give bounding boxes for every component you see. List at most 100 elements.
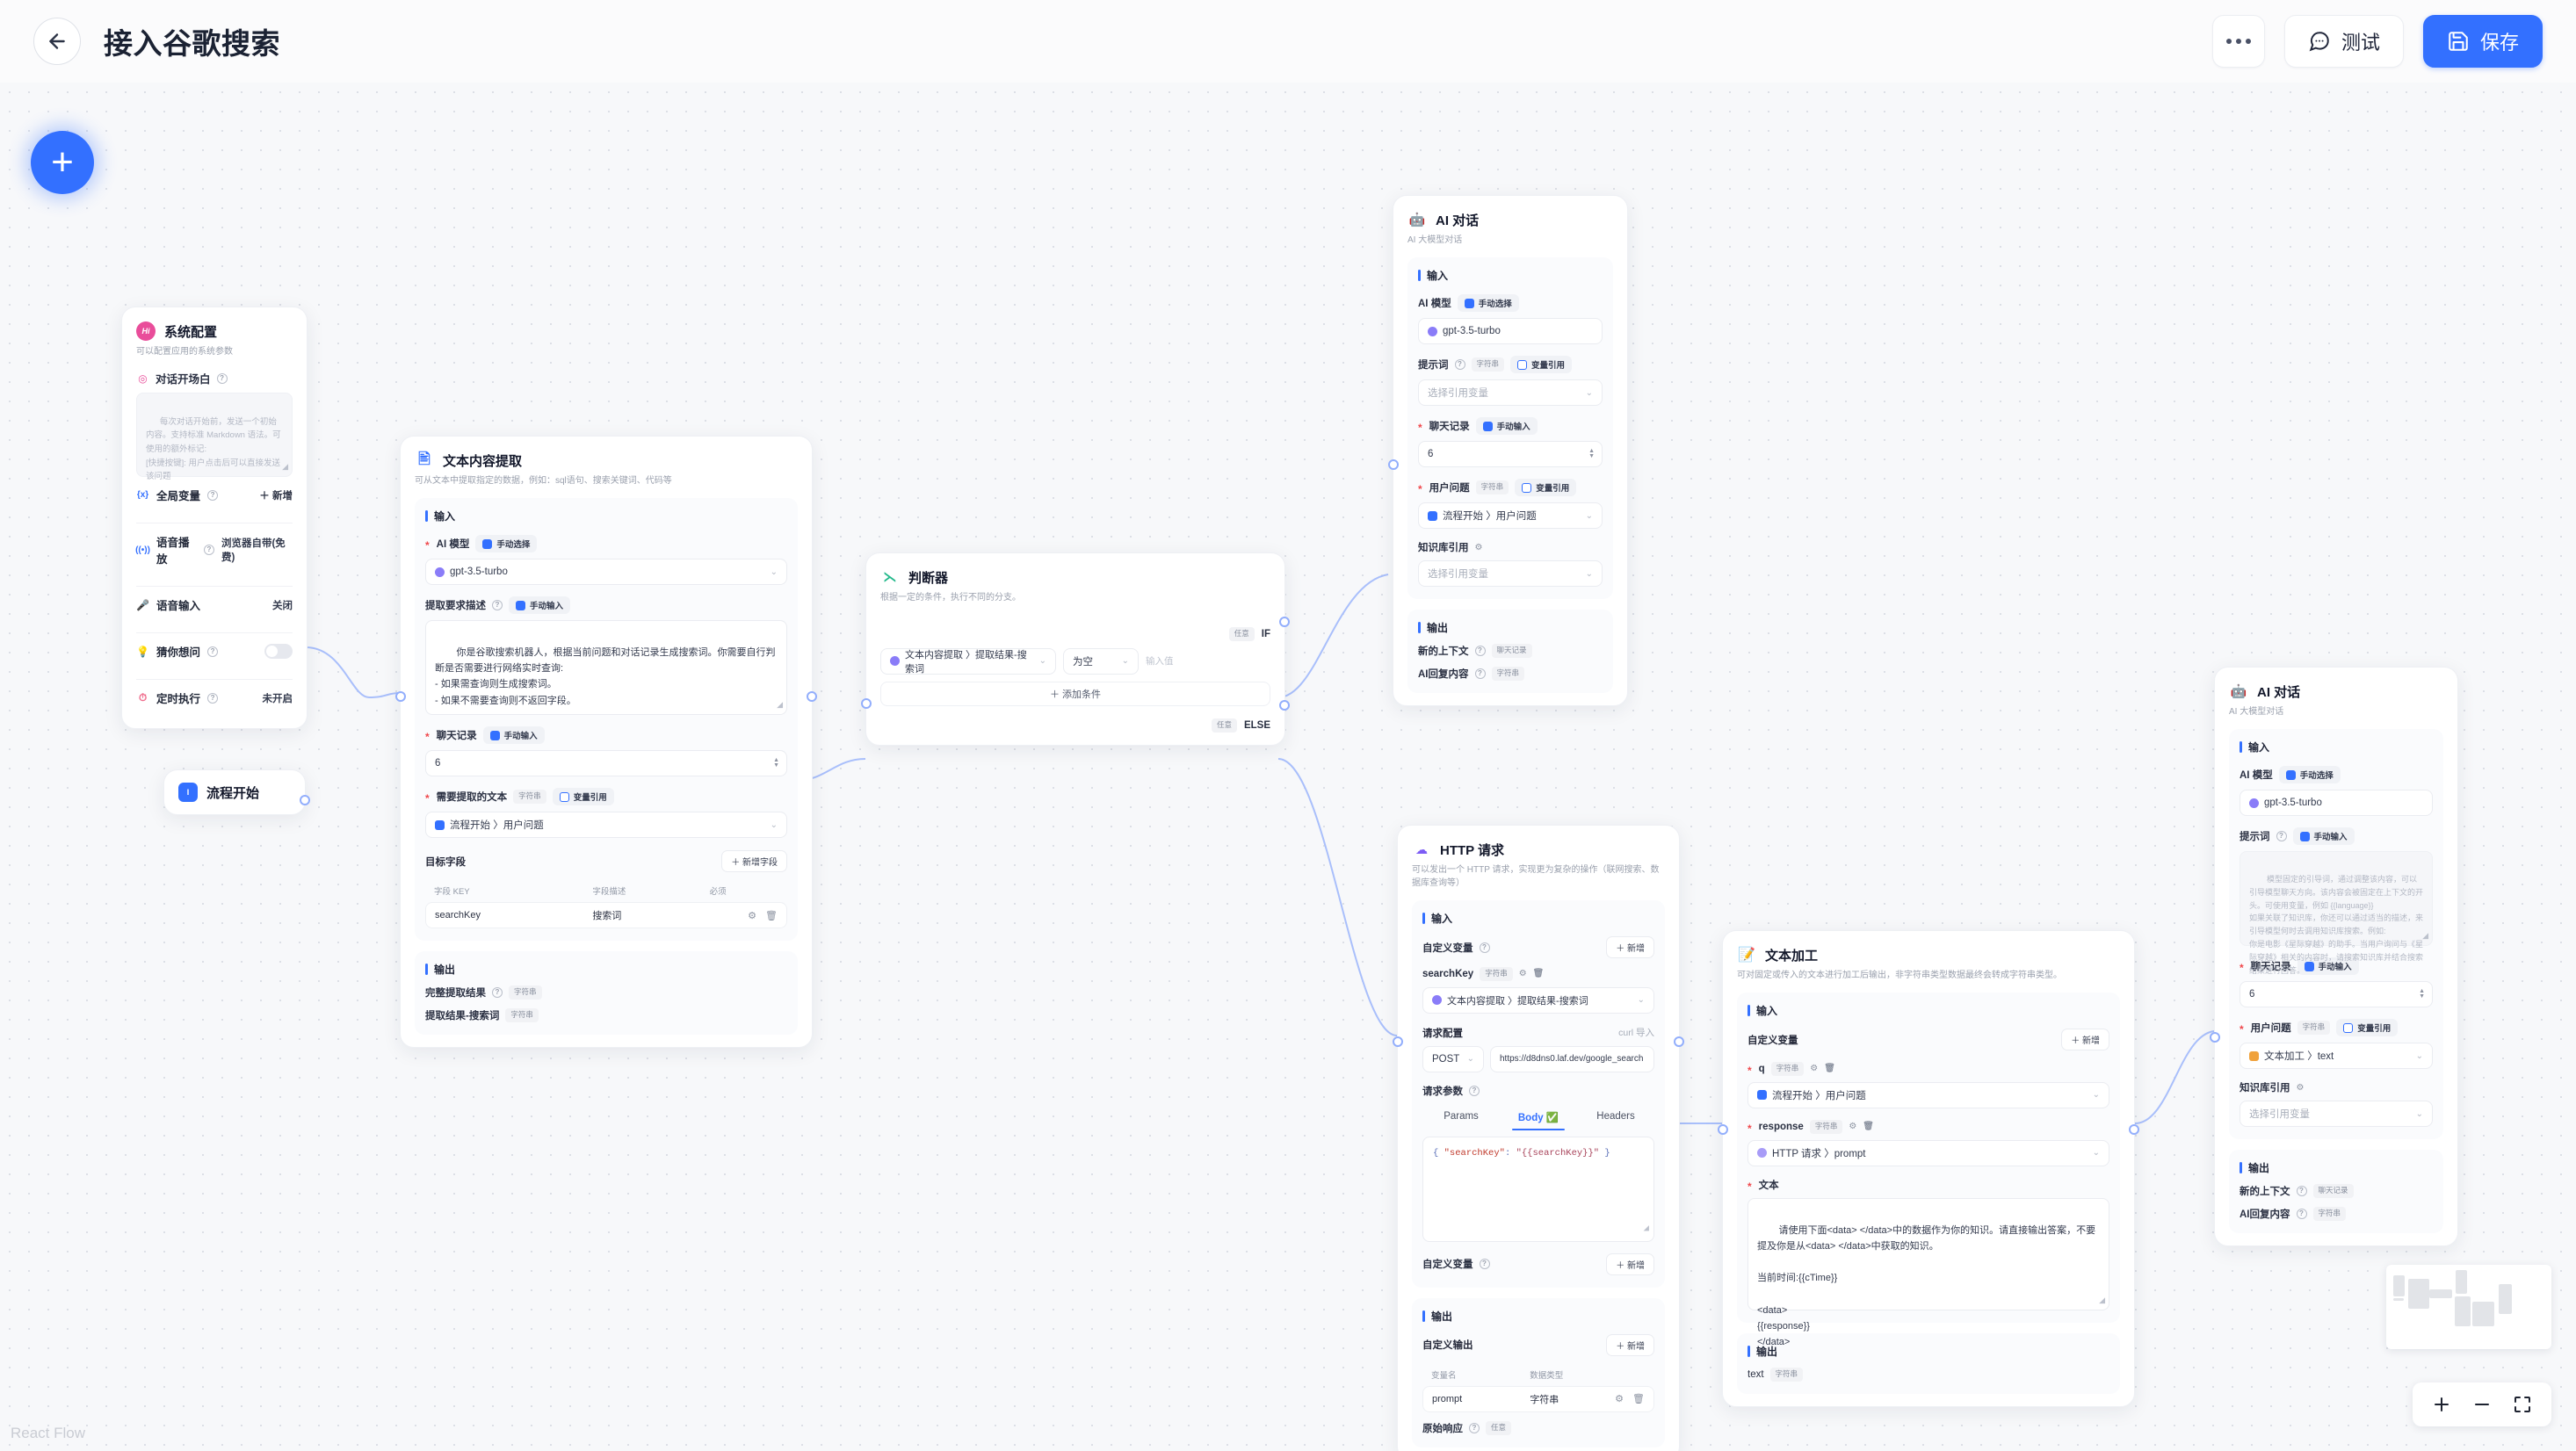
zoom-in-button[interactable] (2423, 1386, 2460, 1423)
kb-select[interactable]: 选择引用变量 ⌄ (2240, 1101, 2433, 1127)
add-custom-variable-button[interactable]: ＋ 新增 (2061, 1029, 2109, 1050)
ai-model-select[interactable]: gpt-3.5-turbo (2240, 790, 2433, 816)
resize-grip-icon[interactable]: ◢ (2422, 931, 2428, 941)
help-icon[interactable]: ? (207, 489, 219, 501)
gear-icon[interactable]: ⚙ (1615, 1394, 1624, 1405)
gear-icon[interactable]: ⚙ (1474, 542, 1483, 552)
add-condition-button[interactable]: ＋ 添加条件 (880, 681, 1270, 706)
output-handle[interactable] (300, 795, 310, 805)
node-text-extract[interactable]: 🖹 文本内容提取 可从文本中提取指定的数据，例如：sql语句、搜索关键词、代码等… (395, 436, 817, 1048)
manual-select-chip[interactable]: 手动选择 (1457, 294, 1519, 312)
sidebar-item-global-variable[interactable]: {x} 全局变量 ? ＋ 新增 (136, 477, 293, 513)
manual-input-chip[interactable]: 手动输入 (2292, 827, 2355, 845)
opening-statement-textarea[interactable]: 每次对话开始前，发送一个初始内容。支持标准 Markdown 语法。可使用的额外… (136, 393, 293, 481)
chat-history-stepper[interactable]: 6 ▲▼ (1418, 441, 1603, 467)
add-custom-variable-button[interactable]: ＋ 新增 (1606, 936, 1654, 958)
resize-grip-icon[interactable]: ◢ (2099, 1295, 2105, 1304)
help-icon[interactable]: ? (1474, 646, 1486, 656)
trash-icon[interactable]: 🗑 (1863, 1122, 1874, 1132)
resize-grip-icon[interactable]: ◢ (1643, 1224, 1649, 1234)
var-response-select[interactable]: HTTP 请求 〉prompt ⌄ (1747, 1139, 2109, 1166)
help-icon[interactable]: ? (1479, 942, 1490, 953)
condition-operator-select[interactable]: 为空 ⌄ (1063, 647, 1139, 675)
gear-icon[interactable]: ⚙ (1849, 1122, 1857, 1132)
more-options-button[interactable] (2211, 15, 2265, 68)
help-icon[interactable]: ? (2296, 1186, 2307, 1196)
ai-model-select[interactable]: gpt-3.5-turbo (1418, 318, 1603, 344)
zoom-out-button[interactable] (2464, 1386, 2500, 1423)
node-condition[interactable]: ⋋ 判断器 根据一定的条件，执行不同的分支。 任意 IF 文本内容提取 〉提取结… (861, 552, 1290, 746)
sidebar-item-voice-play[interactable]: ((•)) 语音播放 ? 浏览器自带(免费) (135, 523, 293, 576)
back-button[interactable] (33, 18, 81, 65)
add-custom-output-button[interactable]: ＋ 新增 (1606, 1333, 1654, 1356)
user-question-select[interactable]: 流程开始 〉用户问题 ⌄ (1418, 502, 1603, 529)
add-node-button[interactable]: + (31, 131, 94, 194)
gear-icon[interactable]: ⚙ (1518, 969, 1527, 979)
condition-value-input[interactable]: 输入值 (1146, 656, 1174, 668)
stepper-arrows-icon[interactable]: ▲▼ (773, 757, 779, 769)
add-field-button[interactable]: ＋ 新增字段 (721, 850, 787, 872)
curl-import-button[interactable]: curl 导入 (1618, 1028, 1654, 1039)
manual-input-chip[interactable]: 手动输入 (509, 596, 571, 614)
help-icon[interactable]: ? (2276, 831, 2287, 841)
scheduled-run-value[interactable]: 未开启 (262, 693, 293, 704)
output-handle[interactable] (1674, 1036, 1684, 1047)
chat-history-stepper[interactable]: 6 ▲▼ (425, 750, 787, 776)
help-icon[interactable]: ? (2296, 1209, 2307, 1219)
http-url-input[interactable]: https://d8dns0.laf.dev/google_search (1490, 1045, 1654, 1072)
input-handle[interactable] (395, 691, 406, 702)
fit-view-button[interactable] (2504, 1386, 2541, 1423)
help-icon[interactable]: ? (492, 987, 503, 998)
prompt-textarea[interactable]: 模型固定的引导词，通过调整该内容，可以引导模型聊天方向。该内容会被固定在上下文的… (2240, 851, 2433, 975)
trash-icon[interactable]: 🗑 (765, 910, 778, 921)
help-icon[interactable]: ? (1469, 1085, 1480, 1096)
source-text-select[interactable]: 流程开始 〉用户问题 ⌄ (425, 812, 787, 838)
kb-select[interactable]: 选择引用变量 ⌄ (1418, 560, 1603, 587)
node-text-process[interactable]: 📝 文本加工 可对固定或传入的文本进行加工后输出，非字符串类型数据最终会转成字符… (1718, 930, 2139, 1407)
text-textarea[interactable]: 请使用下面<data> </data>中的数据作为你的知识。请直接输出答案，不要… (1747, 1197, 2109, 1347)
help-icon[interactable]: ? (1454, 359, 1465, 370)
manual-select-chip[interactable]: 手动选择 (475, 535, 538, 552)
resize-grip-icon[interactable]: ◢ (777, 700, 783, 710)
sidebar-item-guess-question[interactable]: 💡 猜你想问 ? (136, 633, 293, 669)
help-icon[interactable]: ? (207, 646, 219, 657)
variable-ref-chip[interactable]: 变量引用 (1515, 479, 1577, 496)
table-row[interactable]: searchKey 搜索词 ⚙ 🗑 (425, 902, 787, 928)
guess-question-toggle[interactable] (264, 644, 293, 659)
stepper-arrows-icon[interactable]: ▲▼ (2419, 988, 2425, 1000)
sidebar-item-scheduled-run[interactable]: ⏱ 定时执行 ? 未开启 (136, 680, 293, 716)
user-question-select[interactable]: 文本加工 〉text ⌄ (2240, 1043, 2433, 1069)
add-custom-variable-button-2[interactable]: ＋ 新增 (1606, 1252, 1654, 1275)
input-handle[interactable] (1393, 1036, 1403, 1047)
voice-input-value[interactable]: 关闭 (272, 600, 293, 611)
voice-play-value[interactable]: 浏览器自带(免费) (221, 538, 286, 563)
add-global-variable[interactable]: ＋ 新增 (259, 490, 293, 502)
variable-ref-chip[interactable]: 变量引用 (2336, 1019, 2399, 1036)
prompt-select[interactable]: 选择引用变量 ⌄ (1418, 379, 1603, 406)
help-icon[interactable]: ? (492, 600, 503, 610)
output-handle[interactable] (807, 691, 817, 702)
if-output-handle[interactable] (1279, 617, 1290, 627)
var-q-select[interactable]: 流程开始 〉用户问题 ⌄ (1747, 1081, 2109, 1108)
help-icon[interactable]: ? (207, 692, 219, 704)
table-row[interactable]: prompt 字符串 ⚙ 🗑 (1422, 1385, 1654, 1412)
manual-input-chip[interactable]: 手动输入 (1475, 417, 1538, 435)
react-flow-attribution[interactable]: React Flow (11, 1425, 86, 1441)
trash-icon[interactable]: 🗑 (1632, 1394, 1645, 1405)
trash-icon[interactable]: 🗑 (1824, 1064, 1835, 1074)
variable-ref-chip[interactable]: 变量引用 (552, 788, 614, 805)
request-body-editor[interactable]: { "searchKey": "{{searchKey}}" } ◢ (1422, 1136, 1654, 1242)
output-handle[interactable] (2129, 1124, 2139, 1135)
condition-variable-select[interactable]: 文本内容提取 〉提取结果-搜索词 ⌄ (880, 647, 1056, 675)
variable-ref-chip[interactable]: 变量引用 (1510, 356, 1573, 373)
sidebar-item-voice-input[interactable]: 🎤 语音输入 关闭 (136, 587, 293, 623)
manual-input-chip[interactable]: 手动输入 (482, 726, 545, 744)
help-icon[interactable]: ? (216, 372, 228, 384)
help-icon[interactable]: ? (1469, 1422, 1480, 1433)
help-icon[interactable]: ? (1479, 1259, 1490, 1270)
tab-body[interactable]: Body ✅ (1500, 1106, 1577, 1130)
manual-select-chip[interactable]: 手动选择 (2278, 766, 2341, 783)
help-icon[interactable]: ? (1474, 668, 1486, 679)
test-button[interactable]: 测试 (2283, 15, 2404, 68)
manual-input-chip[interactable]: 手动输入 (2297, 957, 2359, 975)
